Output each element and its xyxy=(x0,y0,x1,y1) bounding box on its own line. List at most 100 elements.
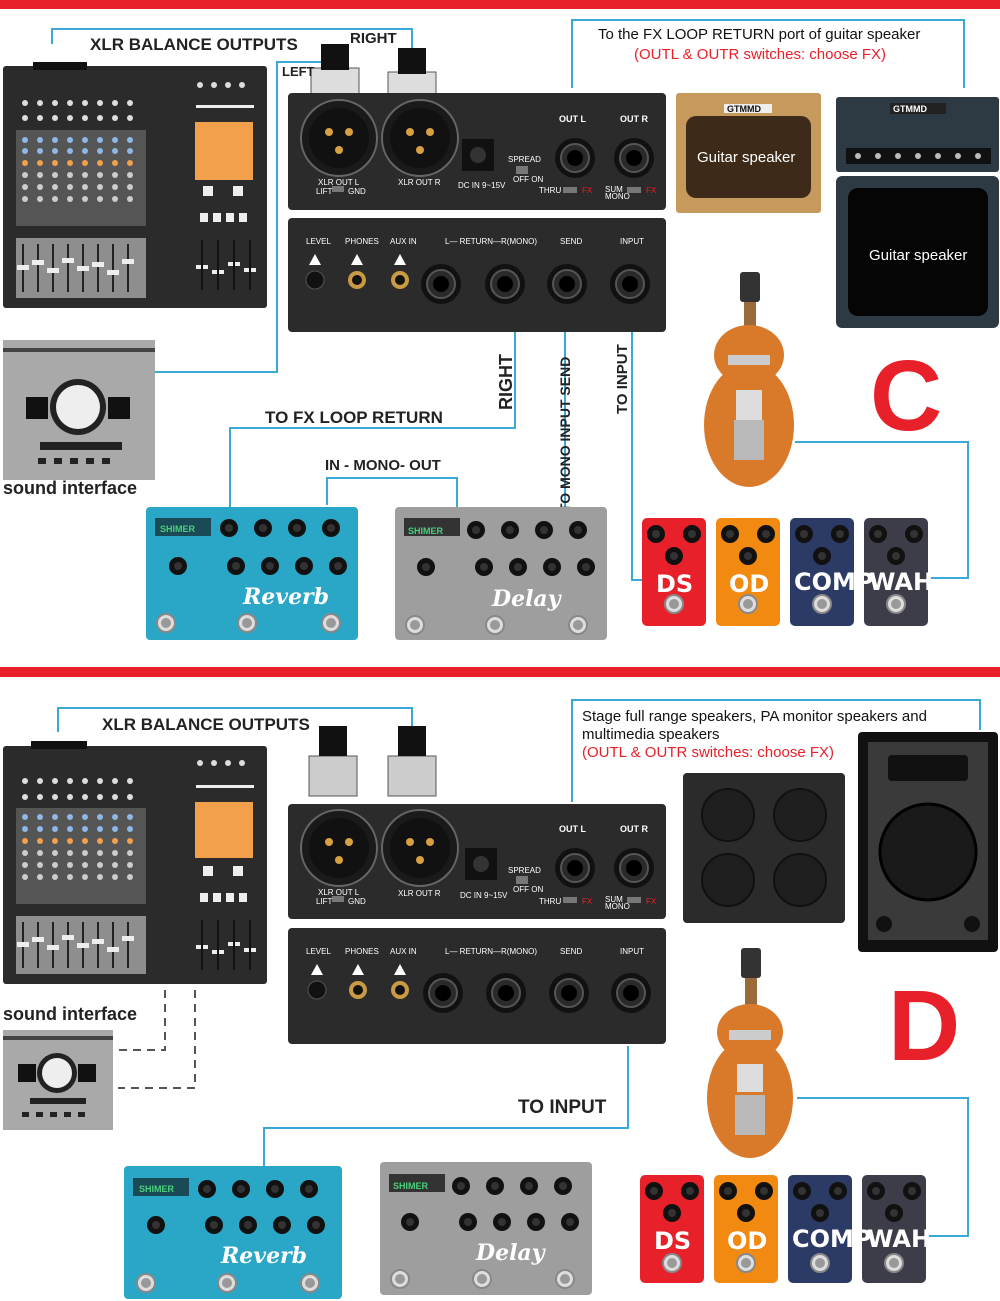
to-input-vertical-label: TO INPUT xyxy=(614,344,631,414)
reverb-label-d: Reverb xyxy=(220,1243,307,1269)
gnd-label-d: GND xyxy=(348,897,366,906)
guitar-speaker-combo xyxy=(676,93,821,213)
left-label: LEFT xyxy=(282,64,315,79)
delay-label-d: Delay xyxy=(475,1240,547,1266)
top-red-bar xyxy=(0,0,1000,9)
reverb-pedal-c xyxy=(146,507,358,640)
comp-label-d: COMP xyxy=(792,1225,872,1253)
wah-label-d: WAH xyxy=(867,1225,931,1253)
wah-label-c: WAH xyxy=(869,568,933,596)
xlr-out-r-label-d: XLR OUT R xyxy=(398,889,441,898)
out-r-label-d: OUT R xyxy=(620,824,648,834)
shimer-logo-reverb-c: SHIMER xyxy=(160,524,196,534)
delay-pedal-d xyxy=(380,1162,592,1295)
right-label: RIGHT xyxy=(350,30,397,47)
aux-in-label-c: AUX IN xyxy=(390,237,417,246)
fx-label-r-c: FX xyxy=(646,186,657,195)
pa-monitor-speaker xyxy=(858,732,998,952)
section-letter-d: D xyxy=(888,970,960,1082)
to-fx-loop-return-label: TO FX LOOP RETURN xyxy=(265,408,443,427)
stage-note-line2: multimedia speakers xyxy=(582,726,720,743)
amp-brand-2: GTMMD xyxy=(893,104,927,114)
section-letter-c: C xyxy=(870,340,942,452)
sum-label-c: SUM xyxy=(605,185,623,194)
out-l-label-d: OUT L xyxy=(559,824,586,834)
guitar-speaker-label-1: Guitar speaker xyxy=(697,149,795,166)
send-label-d: SEND xyxy=(560,947,582,956)
sound-interface-device-d xyxy=(3,1030,113,1130)
xlr-out-l-label-c: XLR OUT L xyxy=(318,178,360,187)
shimer-logo-reverb-d: SHIMER xyxy=(139,1184,175,1194)
guitar-speaker-stack xyxy=(836,97,999,328)
stage-note-line3: (OUTL & OUTR switches: choose FX) xyxy=(582,744,834,761)
effects-unit-rear-panel-d xyxy=(288,804,666,919)
dc-in-label-c: DC IN 9~15V xyxy=(458,181,506,190)
fx-note-line1: To the FX LOOP RETURN port of guitar spe… xyxy=(598,26,920,43)
send-label-c: SEND xyxy=(560,237,582,246)
mono-label-d: MONO xyxy=(605,902,630,911)
right-vertical-label: RIGHT xyxy=(496,354,516,410)
four-cone-speaker-cabinet xyxy=(683,773,845,923)
sound-interface-device xyxy=(3,340,155,480)
delay-pedal-c xyxy=(395,507,607,640)
sound-interface-label-c: sound interface xyxy=(3,478,137,498)
xlr-plug-left-d xyxy=(308,726,358,797)
comp-label-c: COMP xyxy=(794,568,874,596)
fx-note-line2: (OUTL & OUTR switches: choose FX) xyxy=(634,46,886,63)
input-label-c: INPUT xyxy=(620,237,644,246)
to-input-label-d: TO INPUT xyxy=(518,1097,607,1118)
effects-unit-front-panel-d xyxy=(288,928,666,1044)
wires-section-c xyxy=(51,19,969,581)
guitar-speaker-label-2: Guitar speaker xyxy=(869,247,967,264)
to-mono-input-send-label: TO MONO INPUT SEND xyxy=(557,357,573,512)
sum-label-d: SUM xyxy=(605,895,623,904)
lift-label-c: LIFT xyxy=(316,187,333,196)
phones-label-c: PHONES xyxy=(345,237,379,246)
spread-label-c: SPREAD xyxy=(508,155,541,164)
out-r-label-c: OUT R xyxy=(620,114,648,124)
od-label-d: OD xyxy=(727,1227,767,1255)
mono-label-c: MONO xyxy=(605,192,630,201)
xlr-out-l-label-d: XLR OUT L xyxy=(318,888,360,897)
electric-guitar-d xyxy=(707,948,793,1158)
fx-label-r-d: FX xyxy=(646,897,657,906)
effects-unit-front-panel xyxy=(288,218,666,332)
input-label-d: INPUT xyxy=(620,947,644,956)
reverb-label-c: Reverb xyxy=(242,584,329,610)
dc-in-label-d: DC IN 9~15V xyxy=(460,891,508,900)
phones-label-d: PHONES xyxy=(345,947,379,956)
xlr-outputs-label-c: XLR BALANCE OUTPUTS xyxy=(90,35,298,54)
shimer-logo-delay-d: SHIMER xyxy=(393,1181,429,1191)
electric-guitar-c xyxy=(704,272,794,487)
in-mono-out-label: IN - MONO- OUT xyxy=(325,457,441,474)
fx-label-l-c: FX xyxy=(582,186,593,195)
effects-unit-rear-panel xyxy=(288,93,666,210)
out-l-label-c: OUT L xyxy=(559,114,586,124)
delay-label-c: Delay xyxy=(491,586,563,612)
sound-interface-label-d: sound interface xyxy=(3,1004,137,1024)
ds-label-d: DS xyxy=(654,1227,691,1255)
thru-label-d: THRU xyxy=(539,897,561,906)
amp-brand-1: GTMMD xyxy=(727,104,761,114)
stage-note-line1: Stage full range speakers, PA monitor sp… xyxy=(582,708,927,725)
od-label-c: OD xyxy=(729,570,769,598)
thru-label-c: THRU xyxy=(539,186,561,195)
stomp-pedals-d xyxy=(640,1175,926,1283)
off-on-label-c: OFF ON xyxy=(513,175,543,184)
aux-in-label-d: AUX IN xyxy=(390,947,417,956)
middle-red-bar xyxy=(0,667,1000,677)
gnd-label-c: GND xyxy=(348,187,366,196)
stomp-pedals-c xyxy=(642,518,928,626)
return-label-c: L— RETURN—R(MONO) xyxy=(445,237,537,246)
fx-label-l-d: FX xyxy=(582,897,593,906)
spread-label-d: SPREAD xyxy=(508,866,541,875)
wires-section-d xyxy=(57,699,981,1237)
level-label-c: LEVEL xyxy=(306,237,331,246)
ds-label-c: DS xyxy=(656,570,693,598)
reverb-pedal-d xyxy=(124,1166,342,1299)
off-on-label-d: OFF ON xyxy=(513,885,543,894)
xlr-plug-right-d xyxy=(387,726,437,797)
return-label-d: L— RETURN—R(MONO) xyxy=(445,947,537,956)
level-label-d: LEVEL xyxy=(306,947,331,956)
